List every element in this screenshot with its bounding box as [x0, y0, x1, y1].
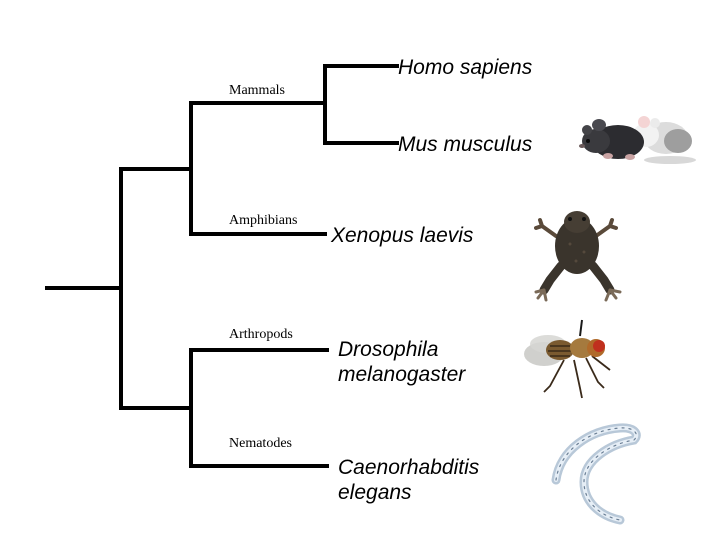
mouse-photo-icon: [579, 116, 696, 164]
group-label-amphibians: Amphibians: [229, 213, 298, 228]
species-drosophila-line-1: Drosophila: [338, 338, 439, 361]
fruit-fly-photo-icon: [524, 319, 611, 399]
species-drosophila-melanogaster: Drosophila melanogaster: [338, 337, 465, 387]
species-mus-musculus: Mus musculus: [398, 133, 533, 156]
species-drosophila-line-2: melanogaster: [338, 363, 466, 387]
group-label-nematodes: Nematodes: [229, 436, 292, 451]
group-label-arthropods: Arthropods: [229, 327, 293, 342]
nematode-photo-icon: [551, 423, 641, 525]
species-xenopus-laevis: Xenopus laevis: [331, 224, 474, 247]
species-caenorhabditis-line-1: Caenorhabditis: [338, 456, 480, 479]
group-label-mammals: Mammals: [229, 83, 285, 98]
frog-photo-icon: [534, 211, 622, 302]
species-caenorhabditis-elegans: Caenorhabditis elegans: [338, 455, 479, 505]
species-caenorhabditis-line-2: elegans: [338, 481, 412, 505]
species-homo-sapiens: Homo sapiens: [398, 56, 533, 79]
